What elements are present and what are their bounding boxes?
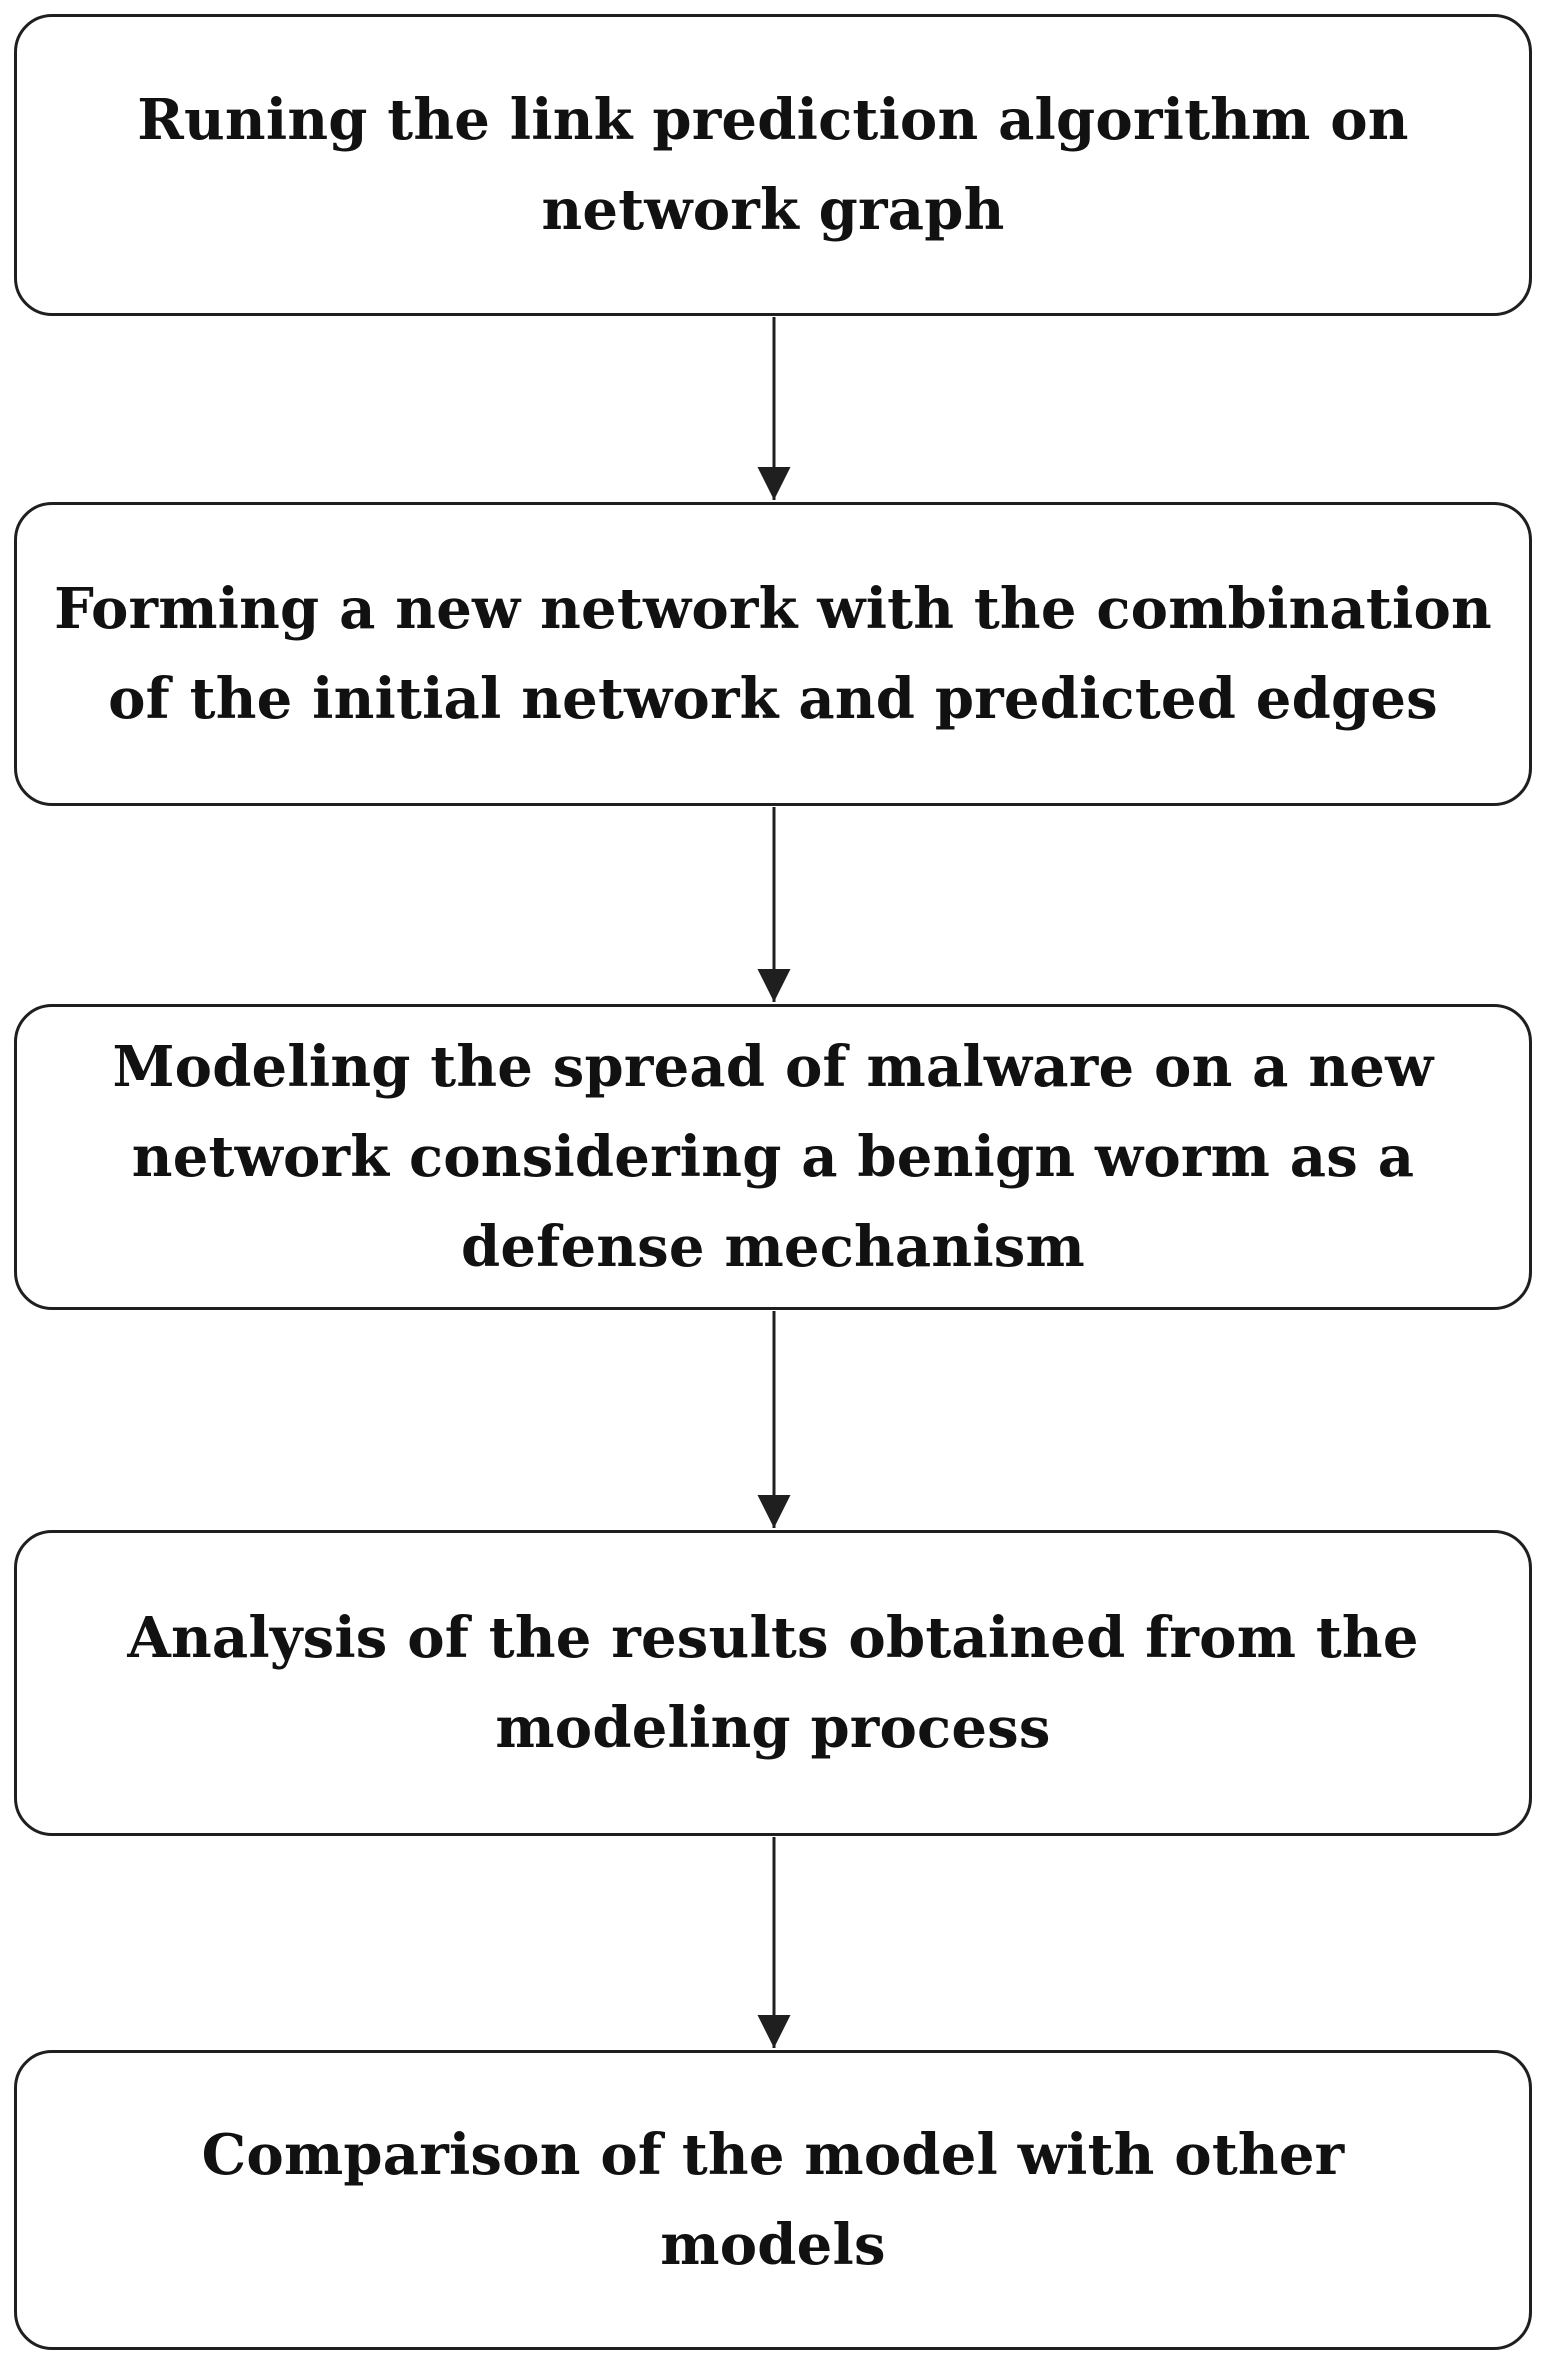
step-box-forming-network: Forming a new network with the combinati…	[14, 502, 1532, 806]
step-label: Runing the link prediction algorithm on …	[137, 87, 1409, 243]
step-label: Forming a new network with the combinati…	[54, 576, 1492, 732]
step-box-link-prediction: Runing the link prediction algorithm on …	[14, 14, 1532, 316]
step-label: Comparison of the model with other model…	[201, 2122, 1345, 2278]
step-box-analysis: Analysis of the results obtained from th…	[14, 1530, 1532, 1836]
step-box-comparison: Comparison of the model with other model…	[14, 2050, 1532, 2350]
step-label: Modeling the spread of malware on a new …	[112, 1034, 1434, 1280]
step-label: Analysis of the results obtained from th…	[127, 1605, 1419, 1761]
step-box-modeling-spread: Modeling the spread of malware on a new …	[14, 1004, 1532, 1310]
